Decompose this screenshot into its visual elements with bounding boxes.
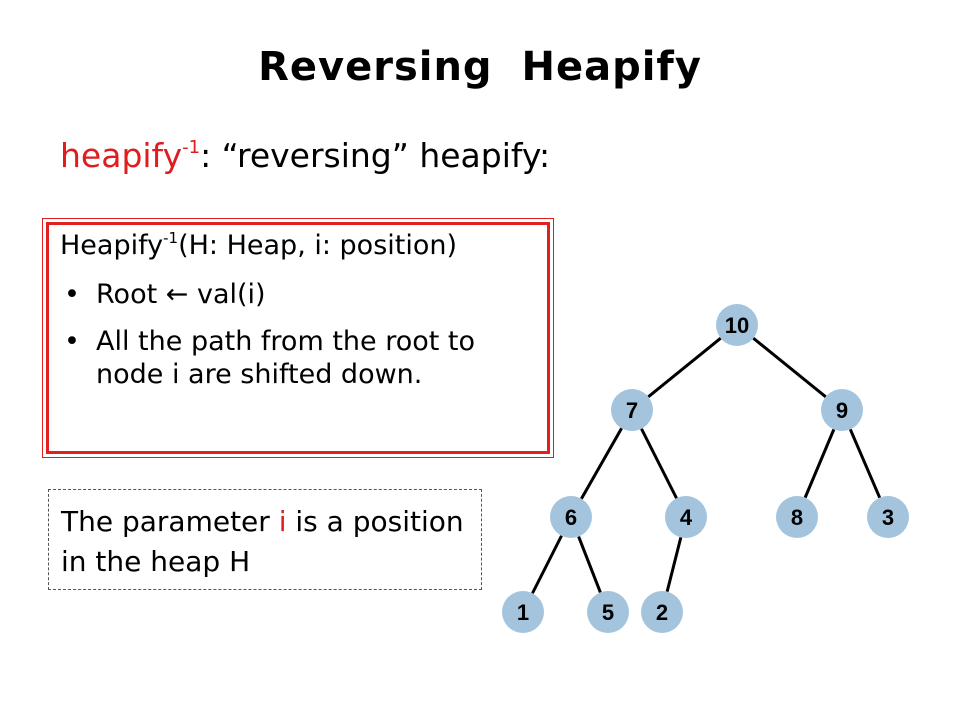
tree-node-circle xyxy=(776,496,818,538)
bullet-text: All the path from the root to node i are… xyxy=(96,326,476,390)
tree-node-circle xyxy=(502,591,544,633)
tree-node-2: 2 xyxy=(641,591,683,633)
definition-box xyxy=(42,218,554,458)
note-text-before: The parameter xyxy=(61,505,279,538)
tree-edge xyxy=(665,536,683,593)
subtitle-superscript: -1 xyxy=(182,137,201,158)
tree-node-9: 9 xyxy=(821,389,863,431)
tree-node-label: 6 xyxy=(565,505,577,530)
tree-node-label: 2 xyxy=(656,600,668,625)
tree-node-7: 7 xyxy=(611,389,653,431)
tree-node-label: 7 xyxy=(626,398,638,423)
tree-node-label: 10 xyxy=(725,313,749,338)
tree-node-4: 4 xyxy=(665,496,707,538)
note-text-after: is a position in the heap H xyxy=(61,505,464,578)
definition-heading-name: Heapify xyxy=(60,230,164,261)
note-highlight: i xyxy=(278,505,287,538)
tree-node-label: 5 xyxy=(602,600,614,625)
tree-edges xyxy=(531,337,882,594)
slide-title: Reversing Heapify xyxy=(258,44,702,90)
tree-node-circle xyxy=(550,496,592,538)
tree-edge xyxy=(752,337,827,398)
bullet-dot-icon: • xyxy=(64,326,80,357)
bullet-text: Root ← val(i) xyxy=(96,279,266,310)
tree-node-circle xyxy=(641,591,683,633)
tree-node-circle xyxy=(867,496,909,538)
tree-edge xyxy=(577,536,602,593)
tree-node-label: 8 xyxy=(791,505,803,530)
tree-node-label: 3 xyxy=(882,505,894,530)
tree-edge xyxy=(647,337,722,398)
note-box: The parameter i is a position in the hea… xyxy=(48,489,482,590)
tree-node-circle xyxy=(821,389,863,431)
tree-node-circle xyxy=(716,304,758,346)
definition-bullets: • Root ← val(i) • All the path from the ro… xyxy=(60,278,540,405)
tree-node-3: 3 xyxy=(867,496,909,538)
tree-edge xyxy=(848,428,882,499)
tree-edge xyxy=(803,428,836,499)
bullet-item: • Root ← val(i) xyxy=(60,278,540,311)
tree-node-1: 1 xyxy=(502,591,544,633)
subtitle-function-name: heapify xyxy=(60,136,183,175)
tree-node-6: 6 xyxy=(550,496,592,538)
tree-node-5: 5 xyxy=(587,591,629,633)
tree-edge xyxy=(531,535,563,594)
bullet-item: • All the path from the root to node i ar… xyxy=(60,325,540,391)
tree-node-8: 8 xyxy=(776,496,818,538)
tree-node-10: 10 xyxy=(716,304,758,346)
tree-node-circle xyxy=(587,591,629,633)
tree-node-label: 4 xyxy=(680,505,693,530)
subtitle-rest: : “reversing” heapify: xyxy=(200,136,551,175)
tree-edge xyxy=(640,428,678,499)
bullet-dot-icon: • xyxy=(64,279,80,310)
subtitle: heapify-1: “reversing” heapify: xyxy=(60,136,550,175)
definition-heading: Heapify-1(H: Heap, i: position) xyxy=(60,230,457,261)
tree-node-label: 1 xyxy=(517,600,529,625)
tree-node-label: 9 xyxy=(836,398,848,423)
definition-heading-params: (H: Heap, i: position) xyxy=(178,230,458,261)
tree-nodes: 10 7 9 6 4 8 3 1 5 2 xyxy=(502,304,909,633)
tree-edge xyxy=(580,427,623,500)
tree-node-circle xyxy=(665,496,707,538)
definition-heading-superscript: -1 xyxy=(163,229,179,247)
tree-node-circle xyxy=(611,389,653,431)
